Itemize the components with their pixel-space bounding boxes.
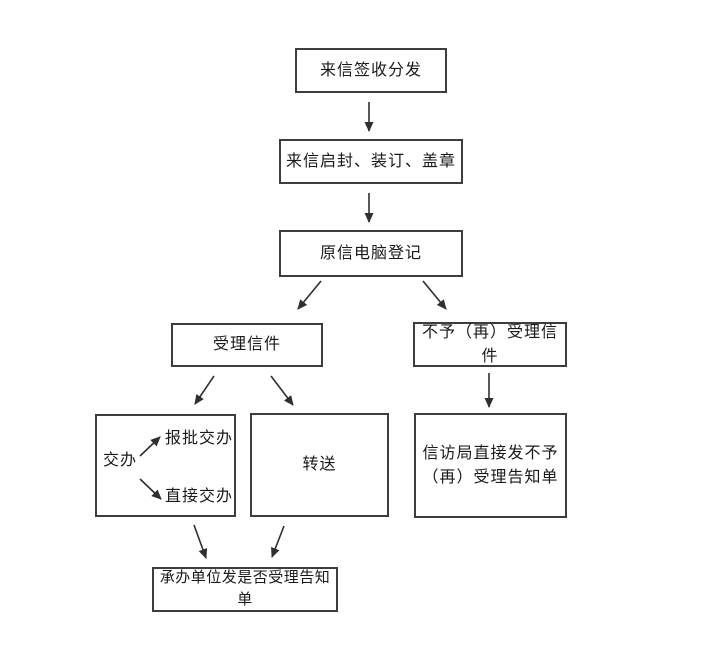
box-transfer-label: 转送 [302,456,337,474]
box-assign: 交办 报批交办 直接交办 [95,414,236,517]
box-sign-in: 来信签收分发 [295,48,447,93]
box-open-bind-stamp: 来信启封、装订、盖章 [279,139,463,184]
arrow-assign-to-unit-notice [193,524,208,559]
arrow-accept-to-transfer [270,375,294,406]
box-unit-notice-label: 承办单位发是否受理告知单 [159,569,331,608]
box-bureau-notice: 信访局直接发不予 （再）受理告知单 [414,413,567,518]
box-transfer: 转送 [250,413,389,517]
box-not-accept-label: 不予（再）受理信件 [421,324,558,365]
box-bureau-notice-line1: 信访局直接发不予 [422,445,559,463]
box-open-bind-stamp-label: 来信启封、装订、盖章 [285,152,456,170]
box-not-accept: 不予（再）受理信件 [413,322,567,367]
box-sign-in-label: 来信签收分发 [319,61,422,79]
box-computer-register: 原信电脑登记 [279,230,463,277]
arrow-register-to-not-accept [422,280,447,310]
box-bureau-notice-line2: （再）受理告知单 [422,468,559,486]
box-assign-branch-bottom-label: 直接交办 [165,488,234,505]
box-accept: 受理信件 [171,323,323,367]
box-computer-register-label: 原信电脑登记 [319,244,422,262]
box-unit-notice: 承办单位发是否受理告知单 [152,567,338,612]
box-assign-label: 交办 [103,452,138,469]
arrow-register-to-accept [297,280,322,310]
arrow-transfer-to-unit-notice [271,525,285,558]
box-assign-branch-top-label: 报批交办 [165,430,234,447]
arrow-accept-to-assign [194,375,215,405]
box-accept-label: 受理信件 [212,336,281,354]
